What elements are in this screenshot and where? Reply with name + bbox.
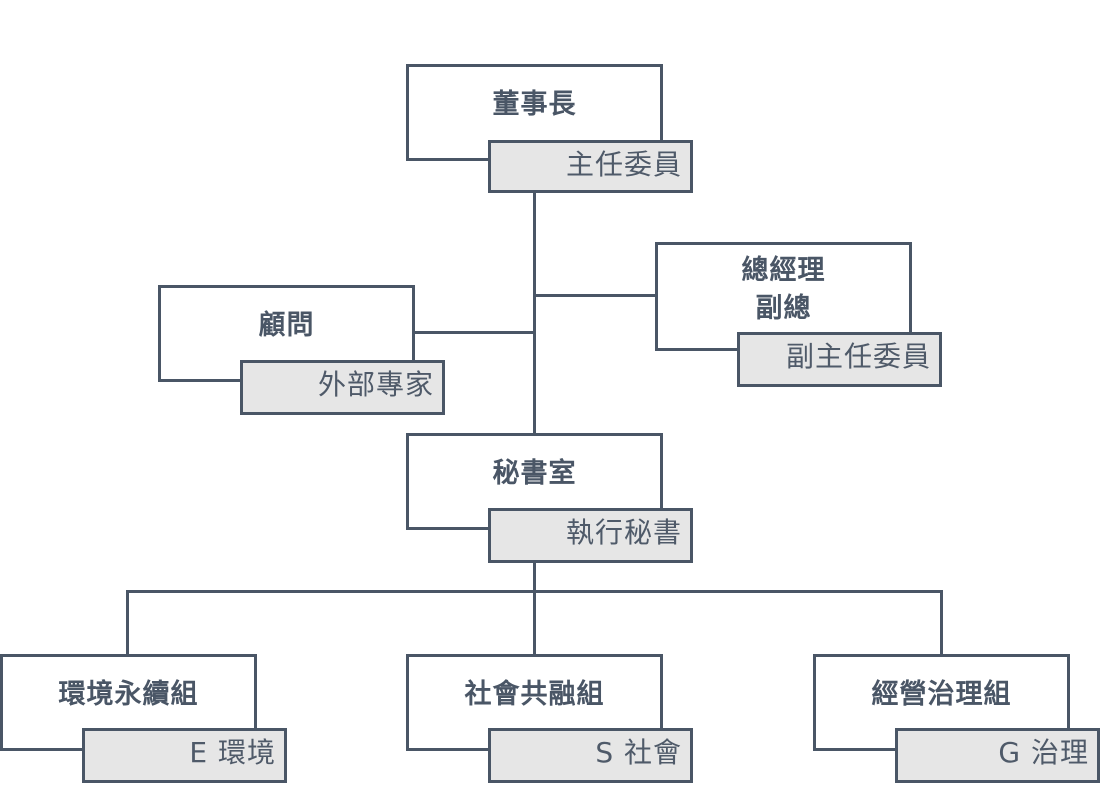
connector-gm — [533, 294, 657, 297]
group-box-social: 社會共融組 — [406, 654, 663, 751]
advisor-role: 外部專家 — [240, 360, 445, 415]
group-title-environment: 環境永續組 — [58, 679, 199, 710]
secretariat-title: 秘書室 — [492, 458, 577, 489]
group-box-governance: 經營治理組 — [813, 654, 1070, 751]
connector-group-e — [126, 590, 129, 655]
group-title-social: 社會共融組 — [464, 679, 605, 710]
group-title-governance: 經營治理組 — [871, 679, 1012, 710]
chairman-title: 董事長 — [492, 89, 577, 120]
group-tag-environment: E 環境 — [82, 728, 287, 783]
group-tag-governance: G 治理 — [895, 728, 1100, 783]
group-tag-social: S 社會 — [488, 728, 693, 783]
gm-role: 副主任委員 — [737, 332, 942, 387]
group-box-environment: 環境永續組 — [0, 654, 257, 751]
chairman-role: 主任委員 — [488, 140, 693, 193]
gm-title-line2: 副總 — [755, 293, 812, 324]
connector-advisor — [412, 331, 536, 334]
connector-group-g — [940, 590, 943, 655]
connector-groups — [126, 590, 943, 593]
connector-trunk-bottom — [533, 561, 536, 655]
advisor-title: 顧問 — [258, 310, 315, 341]
gm-title-line1: 總經理 — [741, 255, 826, 286]
connector-trunk-top — [533, 191, 536, 434]
secretariat-role: 執行秘書 — [488, 508, 693, 563]
